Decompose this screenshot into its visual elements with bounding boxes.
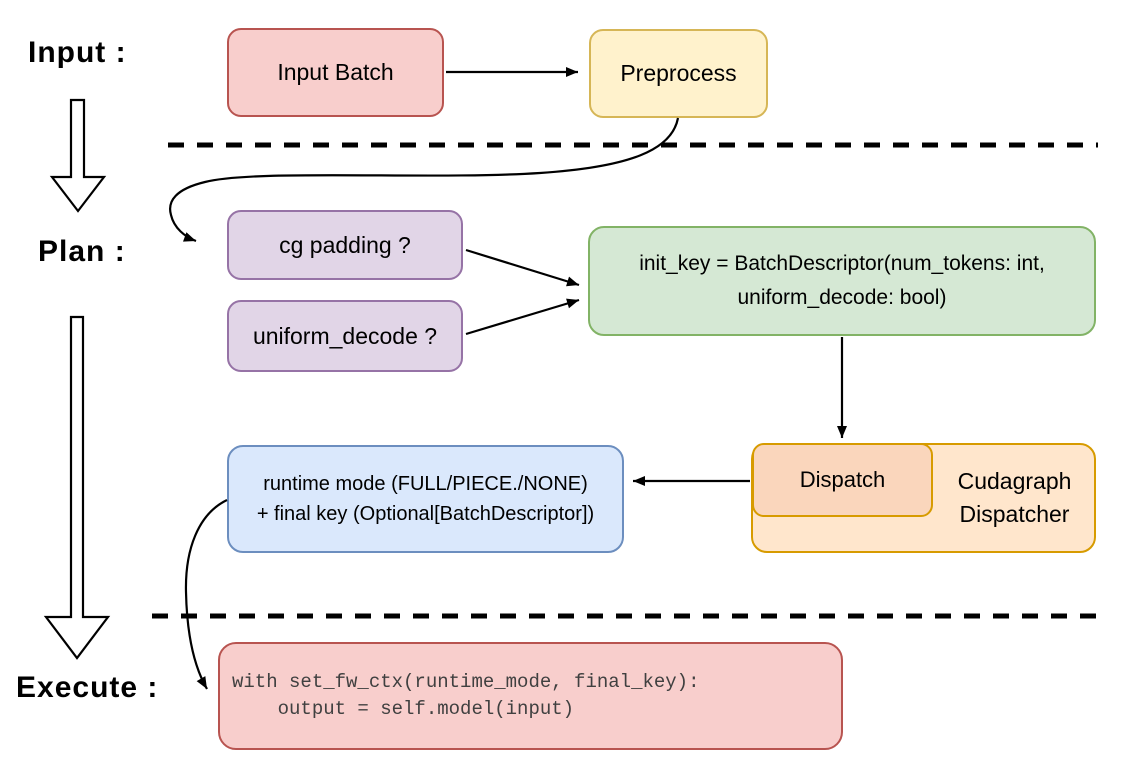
dispatch-node: Dispatch (752, 443, 933, 517)
uniform-decode-node: uniform_decode ? (227, 300, 463, 372)
input-batch-label: Input Batch (277, 59, 394, 85)
preprocess-label: Preprocess (620, 60, 737, 86)
input-stage-arrow-icon (49, 98, 107, 213)
cudagraph-dispatcher-label: Cudagraph Dispatcher (933, 443, 1096, 553)
cudagraph-dispatcher-text: Cudagraph Dispatcher (957, 467, 1072, 527)
dispatch-label: Dispatch (799, 467, 886, 492)
execute-code-text: with set_fw_ctx(runtime_mode, final_key)… (232, 671, 700, 720)
cg-padding-node: cg padding ? (227, 210, 463, 280)
preprocess-node: Preprocess (589, 29, 768, 118)
runtime-mode-label: runtime mode (FULL/PIECE./NONE) + final … (256, 473, 595, 525)
stage-label-plan: Plan : (38, 235, 126, 268)
cg-padding-label: cg padding ? (279, 231, 411, 258)
arrow-uniform-decode-to-init-key (465, 298, 580, 336)
stage-label-execute: Execute : (16, 671, 159, 704)
arrow-cg-padding-to-init-key (465, 248, 580, 287)
init-key-node: init_key = BatchDescriptor(num_tokens: i… (588, 226, 1096, 336)
runtime-mode-node: runtime mode (FULL/PIECE./NONE) + final … (227, 445, 624, 553)
uniform-decode-label: uniform_decode ? (252, 322, 438, 349)
init-key-label: init_key = BatchDescriptor(num_tokens: i… (639, 252, 1045, 309)
stage-label-input: Input : (28, 36, 127, 69)
plan-stage-arrow-icon (43, 315, 111, 660)
execute-code-node: with set_fw_ctx(runtime_mode, final_key)… (218, 642, 843, 750)
input-batch-node: Input Batch (227, 28, 444, 117)
